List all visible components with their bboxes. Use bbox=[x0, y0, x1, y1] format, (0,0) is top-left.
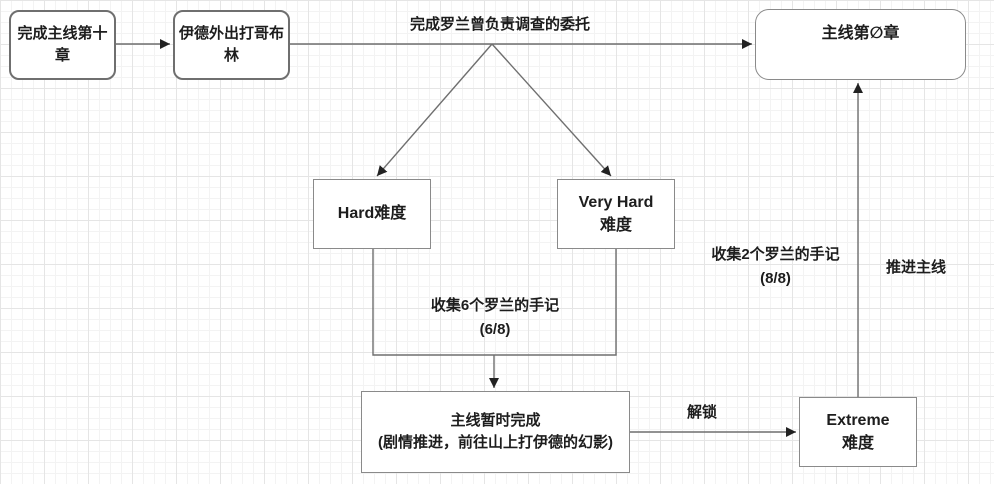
node-main-paused-label: 主线暂时完成 (剧情推进，前往山上打伊德的幻影) bbox=[378, 412, 613, 451]
label-unlock[interactable]: 解锁 bbox=[686, 404, 717, 421]
node-hard-difficulty[interactable]: Hard难度 bbox=[313, 179, 431, 249]
node-veryhard-difficulty-label: Very Hard 难度 bbox=[578, 193, 654, 234]
node-main-paused[interactable]: 主线暂时完成 (剧情推进，前往山上打伊德的幻影) bbox=[361, 391, 630, 473]
edge-branch-to-veryhard bbox=[491, 43, 612, 177]
edge-branch-to-hard bbox=[376, 43, 493, 177]
node-main-chapter0[interactable]: 主线第∅章 bbox=[755, 9, 966, 80]
node-main-chapter0-label: 主线第∅章 bbox=[821, 24, 900, 42]
node-complete-chapter10[interactable]: 完成主线第十 章 bbox=[9, 10, 116, 80]
label-collect-6-notes[interactable]: 收集6个罗兰的手记 (6/8) bbox=[430, 297, 560, 338]
node-extreme-difficulty[interactable]: Extreme 难度 bbox=[799, 397, 917, 467]
node-veryhard-difficulty[interactable]: Very Hard 难度 bbox=[557, 179, 675, 249]
node-ide-goblin[interactable]: 伊德外出打哥布 林 bbox=[173, 10, 290, 80]
node-complete-chapter10-label: 完成主线第十 章 bbox=[17, 25, 108, 64]
label-collect-2-notes[interactable]: 收集2个罗兰的手记 (8/8) bbox=[711, 246, 840, 287]
node-ide-goblin-label: 伊德外出打哥布 林 bbox=[178, 25, 284, 64]
node-extreme-difficulty-label: Extreme 难度 bbox=[826, 411, 890, 452]
label-advance-mainline[interactable]: 推进主线 bbox=[885, 259, 946, 276]
node-hard-difficulty-label: Hard难度 bbox=[337, 205, 407, 223]
label-rolan-commission[interactable]: 完成罗兰曾负责调查的委托 bbox=[409, 16, 590, 33]
